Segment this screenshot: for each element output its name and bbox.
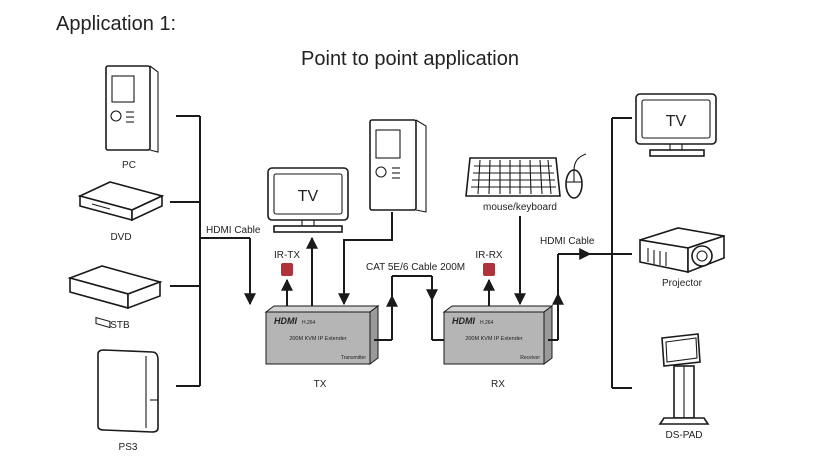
hdmi-cable-right-label: HDMI Cable [540, 236, 595, 247]
projector-icon [639, 227, 725, 274]
tx-role: Transmitter [341, 355, 366, 361]
tx-monitor-text: TV [298, 188, 319, 205]
ir-tx-sensor-icon [281, 263, 293, 276]
keyboard-icon [465, 157, 561, 197]
application-title: Application 1: [56, 13, 176, 35]
stb-icon [67, 265, 163, 329]
rx-role: Receiver [520, 355, 540, 361]
hdmi-cable-left-label: HDMI Cable [206, 225, 261, 236]
tx-monitor-icon [267, 167, 349, 233]
rx-caption: RX [491, 379, 505, 390]
mouse-icon [565, 153, 587, 199]
tx-pc-icon [369, 119, 427, 213]
ps3-label: PS3 [119, 442, 138, 453]
diagram-title: Point to point application [301, 48, 519, 70]
rx-model: 200M KVM IP Extender [465, 336, 523, 342]
tx-model: 200M KVM IP Extender [289, 336, 347, 342]
tv-screen-text: TV [666, 113, 687, 130]
dvd-icon [77, 181, 165, 222]
mouse-keyboard-label: mouse/keyboard [483, 202, 557, 213]
projector-label: Projector [662, 278, 703, 289]
tx-caption: TX [314, 379, 327, 390]
tv-icon [635, 93, 717, 157]
ir-rx-label: IR-RX [475, 250, 503, 261]
rx-codec: H.264 [480, 320, 494, 326]
pc-label: PC [122, 160, 136, 171]
right-hdmi-bus [548, 117, 632, 389]
ds-pad-icon [658, 333, 710, 425]
ir-tx-label: IR-TX [274, 250, 300, 261]
stb-label: STB [110, 320, 130, 331]
dvd-label: DVD [110, 232, 131, 243]
transmitter-box [264, 305, 380, 365]
ir-rx-sensor-icon [483, 263, 495, 276]
ds-pad-label: DS-PAD [665, 430, 702, 441]
receiver-box [442, 305, 554, 365]
ps3-icon [97, 349, 159, 433]
tx-brand: HDMI [274, 316, 297, 326]
pc-icon [105, 65, 159, 153]
tx-codec: H.264 [302, 320, 316, 326]
left-hdmi-bus [170, 115, 256, 387]
rx-brand: HDMI [452, 316, 475, 326]
cat-cable-label: CAT 5E/6 Cable 200M [366, 262, 465, 273]
cat-cable [374, 275, 444, 341]
